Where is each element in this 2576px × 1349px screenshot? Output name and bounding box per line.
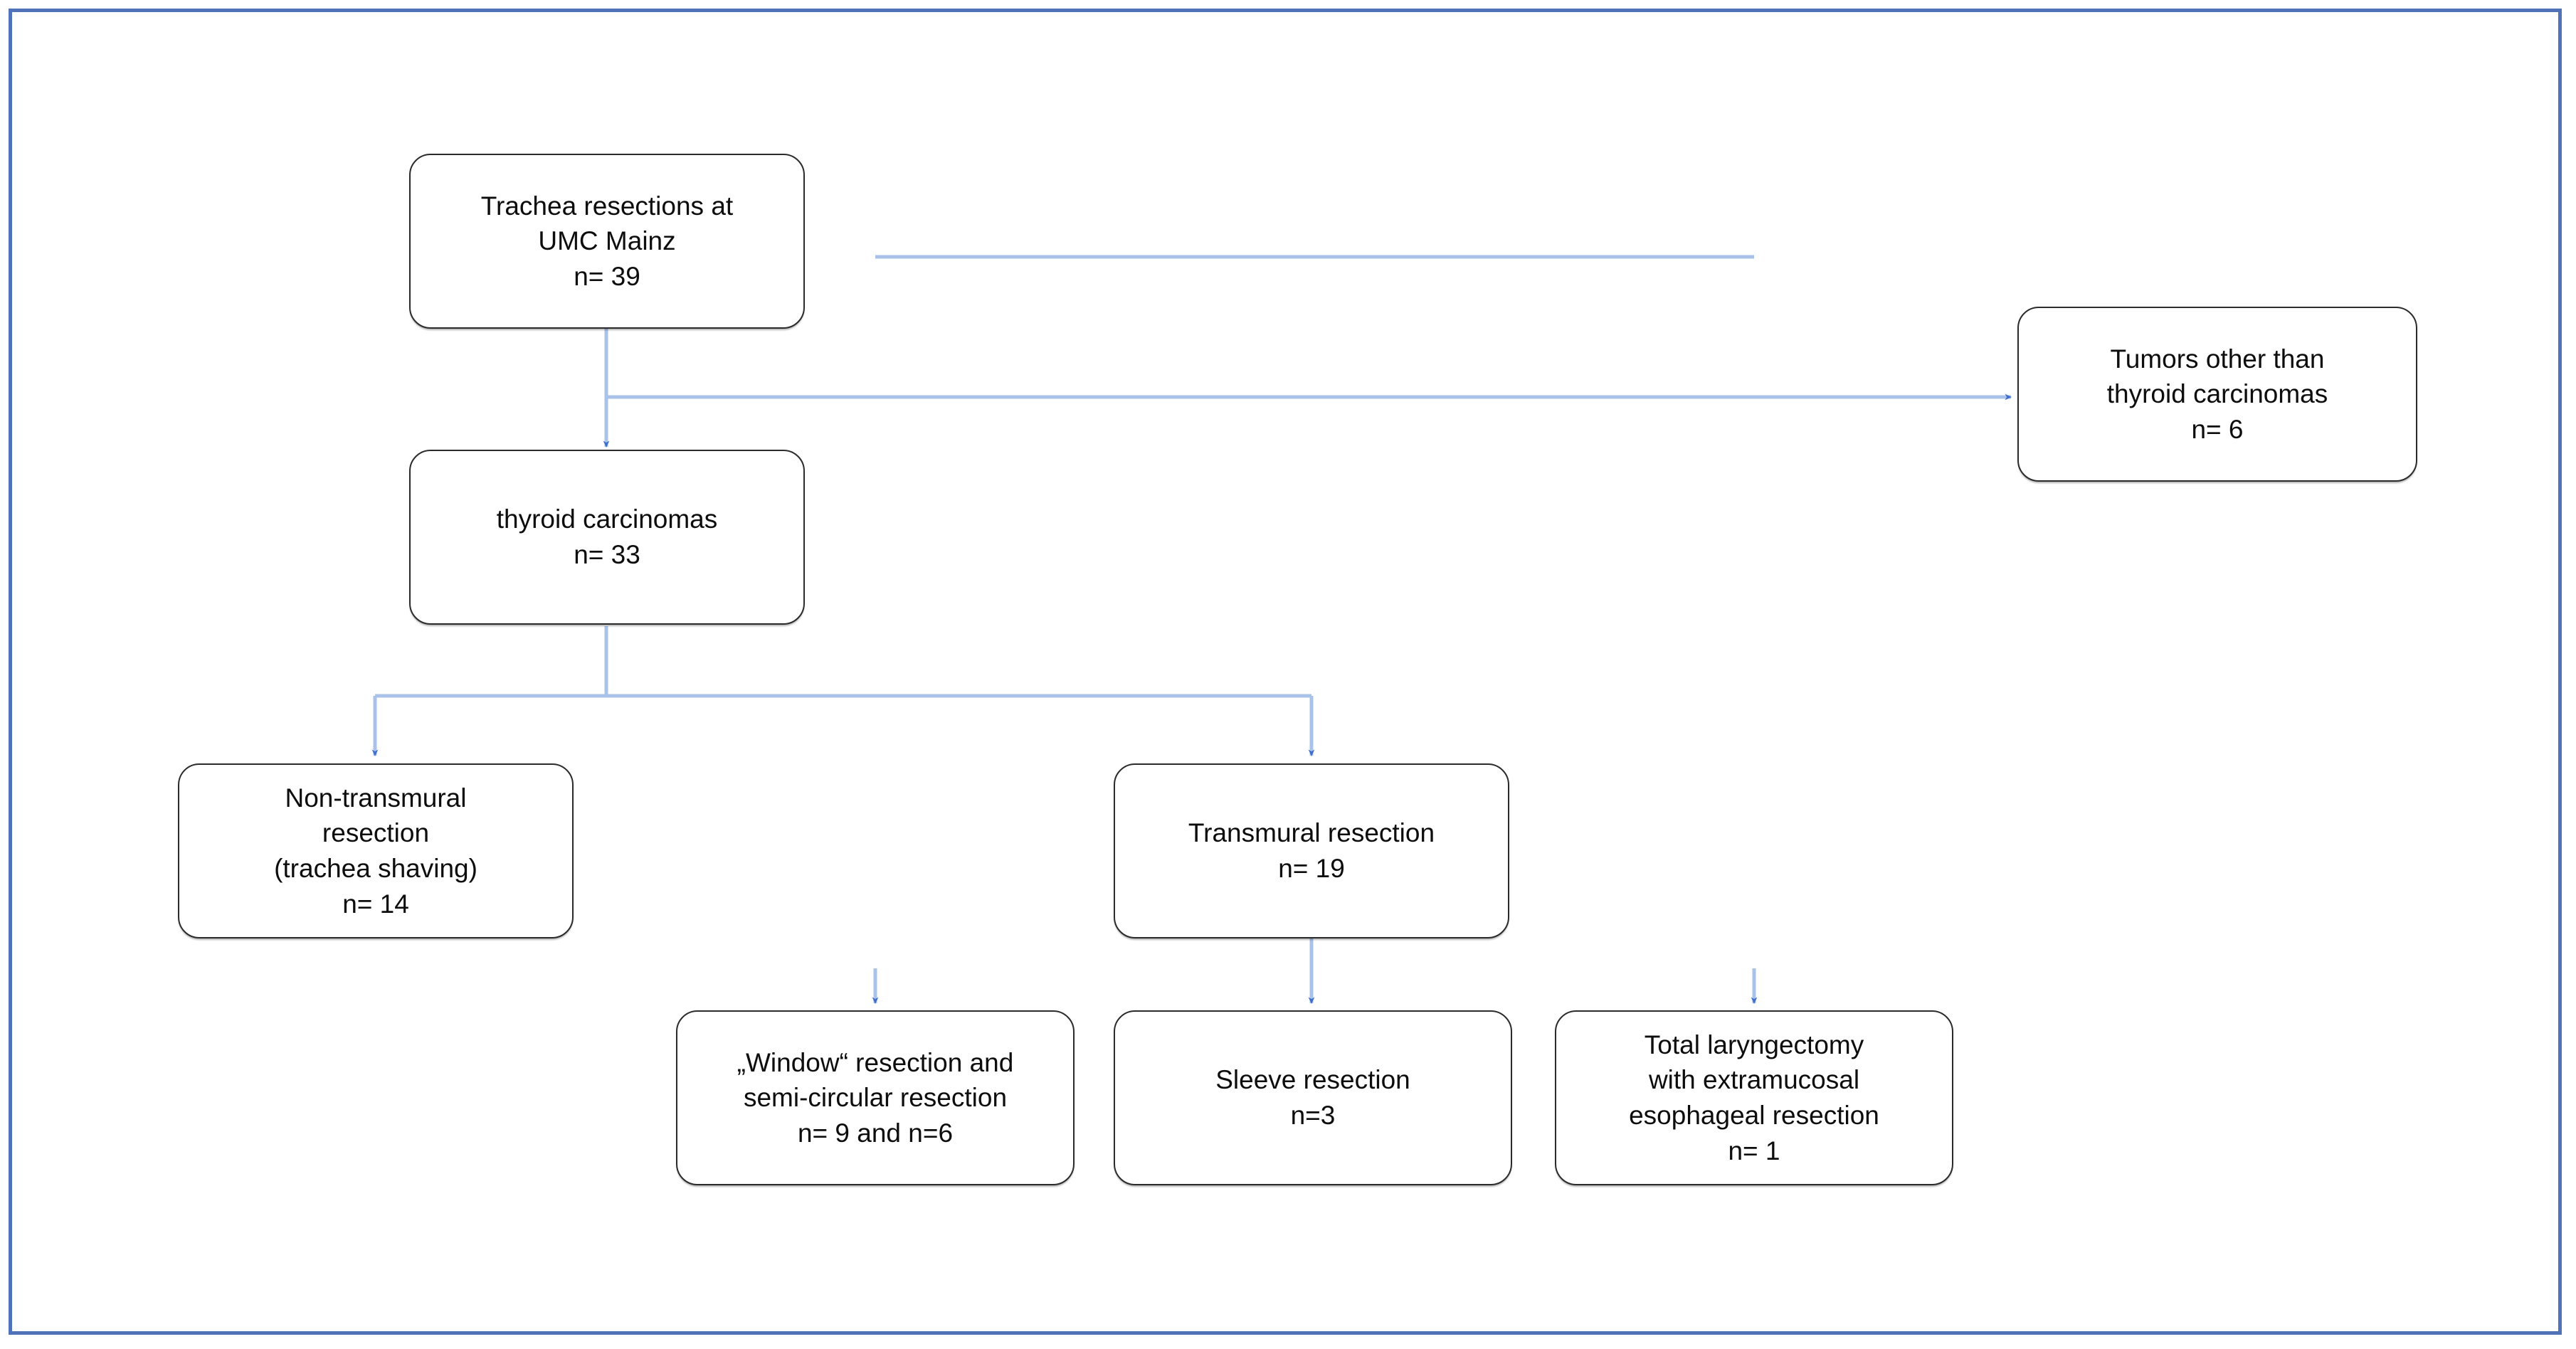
node-line: Total laryngectomy xyxy=(1644,1030,1864,1059)
node-line: Non-transmural xyxy=(285,783,467,813)
node-tumors-other-than-thyroid-carcinomas[interactable]: Tumors other than thyroid carcinomas n= … xyxy=(2017,307,2417,482)
node-thyroid-carcinomas[interactable]: thyroid carcinomas n= 33 xyxy=(409,450,805,625)
node-line: semi-circular resection xyxy=(743,1083,1008,1113)
node-non-transmural-resection[interactable]: Non-transmural resection (trachea shavin… xyxy=(178,763,574,938)
node-count: n= 19 xyxy=(1278,854,1345,883)
node-total-laryngectomy-with-extramucosal-esophageal-resection[interactable]: Total laryngectomy with extramucosal eso… xyxy=(1555,1010,1953,1185)
node-line: UMC Mainz xyxy=(538,226,676,256)
node-line: Tumors other than xyxy=(2110,344,2325,374)
node-window-and-semicircular-resection[interactable]: „Window“ resection and semi-circular res… xyxy=(676,1010,1075,1185)
node-count: n= 33 xyxy=(574,540,640,569)
node-line: thyroid carcinomas xyxy=(2106,379,2328,409)
node-line: resection xyxy=(322,818,430,848)
node-line: Sleeve resection xyxy=(1215,1065,1410,1095)
node-line: „Window“ resection and xyxy=(737,1047,1014,1077)
node-count: n= 6 xyxy=(2191,414,2244,444)
node-count: n= 1 xyxy=(1728,1136,1780,1165)
node-line: esophageal resection xyxy=(1629,1101,1879,1130)
node-line: Trachea resections at xyxy=(480,191,734,221)
node-transmural-resection[interactable]: Transmural resection n= 19 xyxy=(1114,763,1509,938)
node-count: n= 9 and n=6 xyxy=(797,1118,954,1148)
node-count: n= 14 xyxy=(342,889,409,919)
node-trachea-resections[interactable]: Trachea resections at UMC Mainz n= 39 xyxy=(409,154,805,329)
node-sleeve-resection[interactable]: Sleeve resection n=3 xyxy=(1114,1010,1512,1185)
node-count: n= 39 xyxy=(574,261,640,291)
node-line: Transmural resection xyxy=(1188,818,1435,848)
node-line: thyroid carcinomas xyxy=(496,504,718,534)
node-line: with extramucosal xyxy=(1648,1065,1860,1095)
node-count: n=3 xyxy=(1290,1101,1336,1130)
node-line: (trachea shaving) xyxy=(274,854,477,883)
